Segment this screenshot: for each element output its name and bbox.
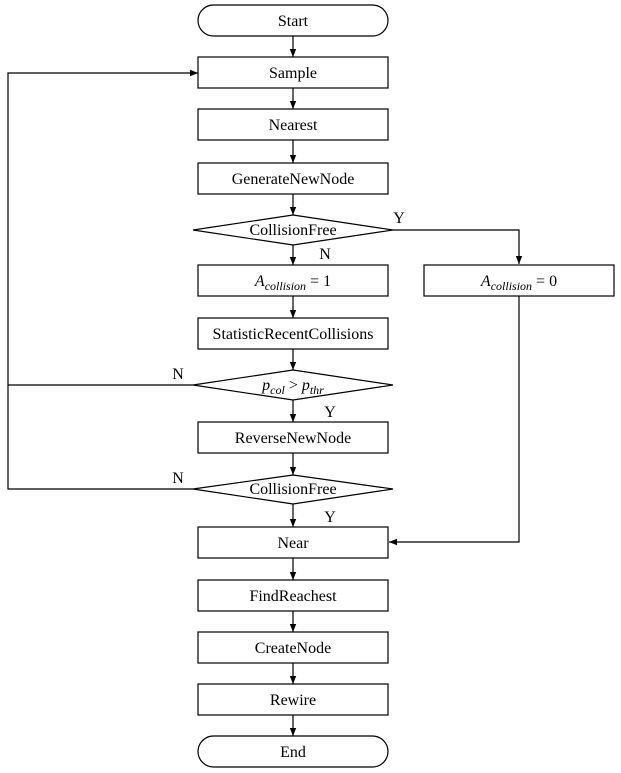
decision-collision-free-1: CollisionFree (192, 214, 394, 246)
node-near-label: Near (277, 535, 309, 552)
node-statistic-label: StatisticRecentCollisions (213, 326, 374, 343)
node-a0-label: Acollision = 0 (480, 273, 557, 293)
node-create-node: CreateNode (197, 631, 389, 664)
collision2-yes-label: Y (324, 509, 336, 526)
edge-collision1-a0 (393, 229, 523, 264)
node-find-reachest: FindReachest (197, 579, 389, 612)
node-nearest: Nearest (197, 108, 389, 141)
decision-collision2-label: CollisionFree (249, 481, 336, 498)
node-start: Start (197, 4, 389, 37)
edges (7, 36, 523, 736)
node-findreachest-label: FindReachest (249, 588, 337, 605)
node-a1-label: Acollision = 1 (254, 273, 331, 293)
node-reverse-label: ReverseNewNode (235, 430, 351, 447)
node-end-label: End (280, 744, 306, 761)
node-start-label: Start (278, 13, 309, 30)
node-a-collision-1: Acollision = 1 (197, 264, 389, 297)
node-generate-new-node: GenerateNewNode (197, 162, 389, 195)
node-end: End (197, 735, 389, 768)
node-a-collision-0: Acollision = 0 (423, 264, 615, 297)
node-generate-label: GenerateNewNode (232, 171, 355, 188)
node-reverse-new-node: ReverseNewNode (197, 421, 389, 454)
decision-pcol-label: pcol > pthr (261, 377, 324, 397)
edge-a0-near (389, 296, 520, 546)
node-nearest-label: Nearest (269, 117, 318, 134)
collision2-no-label: N (172, 470, 184, 487)
edge-labels: Y N N Y N Y (172, 210, 405, 526)
node-rewire-label: Rewire (270, 692, 316, 709)
collision1-yes-label: Y (393, 210, 405, 227)
node-statistic-recent-collisions: StatisticRecentCollisions (197, 317, 389, 350)
pcol-yes-label: Y (324, 404, 336, 421)
pcol-no-label: N (172, 366, 184, 383)
decision-collision1-label: CollisionFree (249, 222, 336, 239)
decision-collision-free-2: CollisionFree (192, 474, 394, 505)
edge-collision2-sample-loop (7, 385, 193, 490)
node-rewire: Rewire (197, 683, 389, 716)
decision-pcol-threshold: pcol > pthr (192, 369, 394, 401)
node-sample: Sample (197, 56, 389, 89)
edge-pcol-sample-loop (7, 69, 198, 386)
node-sample-label: Sample (269, 65, 317, 82)
collision1-no-label: N (319, 246, 331, 263)
node-near: Near (197, 526, 389, 559)
node-createnode-label: CreateNode (255, 640, 331, 657)
